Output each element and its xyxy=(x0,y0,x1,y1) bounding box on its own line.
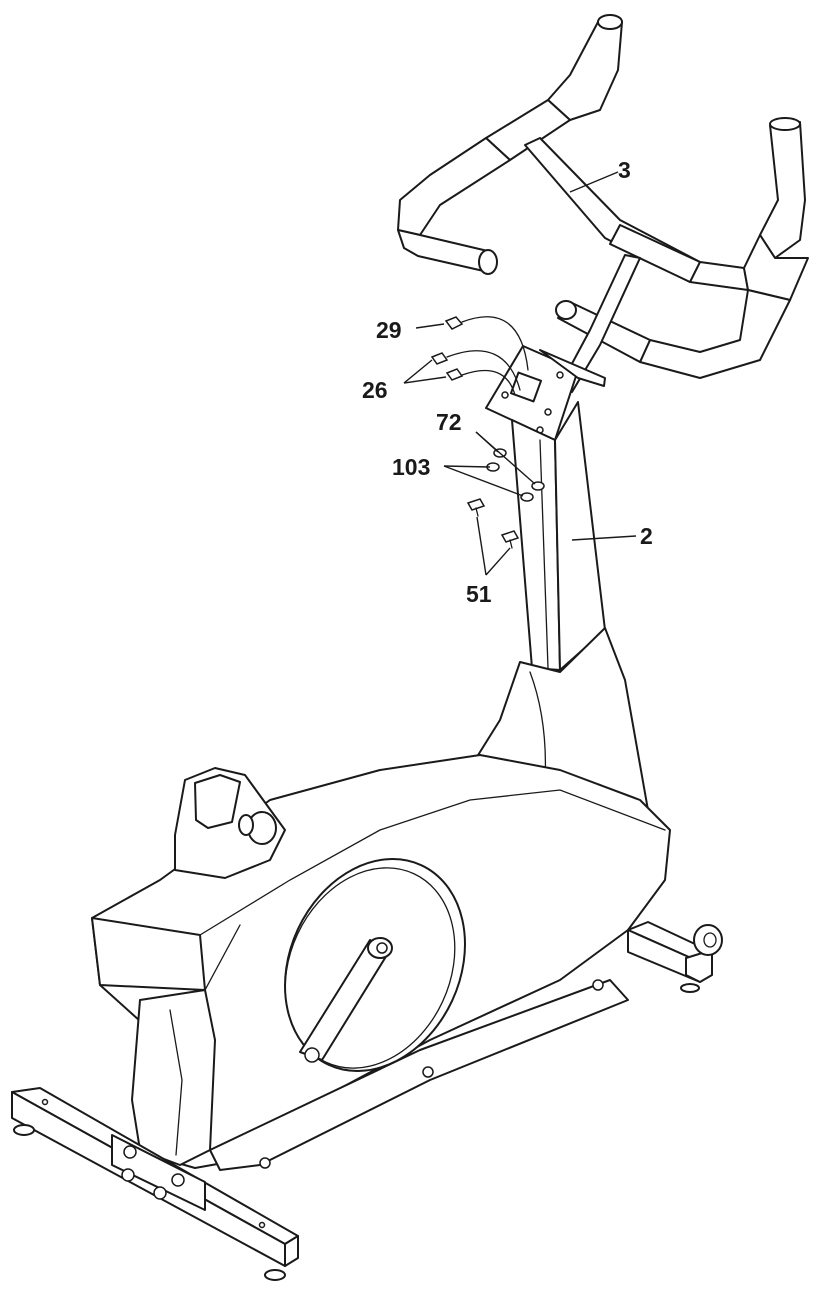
handlebar-right-tube-end xyxy=(769,117,801,131)
leader-51a xyxy=(476,516,487,576)
flywheel-assembly xyxy=(284,858,466,1072)
stabilizer-hole xyxy=(258,1221,266,1229)
leader-26a xyxy=(403,359,433,384)
resistance-knob-housing xyxy=(174,767,286,879)
console-mast-side-face xyxy=(554,401,606,671)
front-stabilizer-foot xyxy=(264,1269,286,1281)
transport-wheel-hub xyxy=(703,932,717,948)
leader-51b xyxy=(485,547,511,576)
stabilizer-bolt xyxy=(153,1186,167,1200)
leader-lines xyxy=(403,171,637,576)
handlebar-right-lower-loop xyxy=(639,289,791,379)
callout-bolt-51: 51 xyxy=(466,581,492,607)
mounting-plate-cutout xyxy=(509,371,543,403)
console-mast-front-face xyxy=(511,419,561,671)
nut-29 xyxy=(444,316,464,330)
callout-handlebar: 3 xyxy=(618,157,631,183)
wire-harness-26a xyxy=(446,350,521,391)
handlebar-left-curve xyxy=(397,137,511,236)
front-stabilizer-end-cap xyxy=(284,1235,299,1267)
handlebar-center-clamp xyxy=(609,224,701,283)
transport-wheel xyxy=(693,924,723,956)
stabilizer-bolt xyxy=(123,1145,137,1159)
nut-26-b xyxy=(445,368,464,381)
handlebar-left-tube-end xyxy=(597,14,623,30)
front-stabilizer-foot xyxy=(13,1124,35,1136)
rear-stabilizer xyxy=(627,921,723,993)
callout-washer-103: 103 xyxy=(392,454,430,480)
handlebar-right-upright xyxy=(759,121,806,259)
flywheel-cover-rim xyxy=(284,867,456,1069)
handlebar-assembly xyxy=(397,14,809,393)
wire-harness-26b xyxy=(461,369,516,396)
front-leg-shroud xyxy=(131,989,216,1166)
handlebar-right-grip-end xyxy=(555,300,577,320)
callout-labels: 3 29 26 72 103 51 2 xyxy=(362,157,653,607)
leader-72b xyxy=(475,431,536,485)
mounting-plate-hole xyxy=(544,408,552,416)
console-mast xyxy=(511,401,606,671)
callout-nut-26: 26 xyxy=(362,377,388,403)
mounting-plate-hole xyxy=(556,371,564,379)
mounting-plate-tab xyxy=(539,349,606,387)
frame-bolt-hole xyxy=(422,1066,434,1078)
resistance-knob-shaft xyxy=(238,814,254,836)
rear-stabilizer-foot xyxy=(680,983,700,993)
leader-103a xyxy=(443,465,491,468)
handlebar-stem xyxy=(559,254,641,393)
console-mast-edge xyxy=(539,439,549,669)
frame-bolt-hole xyxy=(259,1157,271,1169)
leader-29 xyxy=(415,323,445,329)
leader-2 xyxy=(571,535,637,541)
hardware xyxy=(430,316,545,549)
nut-26-a xyxy=(430,352,449,365)
crank-hub-bolt xyxy=(376,942,388,954)
stabilizer-hole xyxy=(41,1098,49,1106)
leader-26b xyxy=(403,376,447,384)
crank-pedal-end xyxy=(304,1047,320,1063)
bottle-holder-opening xyxy=(194,774,241,829)
callout-console-mast: 2 xyxy=(640,523,653,549)
front-stabilizer xyxy=(11,1087,299,1281)
bolt-51-b xyxy=(500,530,520,549)
wire-harness-29 xyxy=(461,316,529,371)
mounting-plate xyxy=(485,345,606,441)
handlebar-left-upright xyxy=(547,21,623,121)
callout-washer-72: 72 xyxy=(436,409,462,435)
leader-103b xyxy=(443,465,524,497)
callout-nut-29: 29 xyxy=(376,317,402,343)
washer-103-b xyxy=(520,492,534,502)
bolt-51-a xyxy=(466,498,486,517)
frame-bolt-hole xyxy=(592,979,604,991)
stabilizer-bolt xyxy=(121,1168,135,1182)
mounting-plate-hole xyxy=(501,391,509,399)
front-leg-shroud-crease xyxy=(169,1009,183,1156)
leader-3 xyxy=(569,171,619,193)
lower-frame-rail xyxy=(209,979,629,1171)
stabilizer-bolt xyxy=(171,1173,185,1187)
handlebar-left-grip-end xyxy=(478,249,498,275)
handlebar-left-lower-grip xyxy=(397,229,493,273)
